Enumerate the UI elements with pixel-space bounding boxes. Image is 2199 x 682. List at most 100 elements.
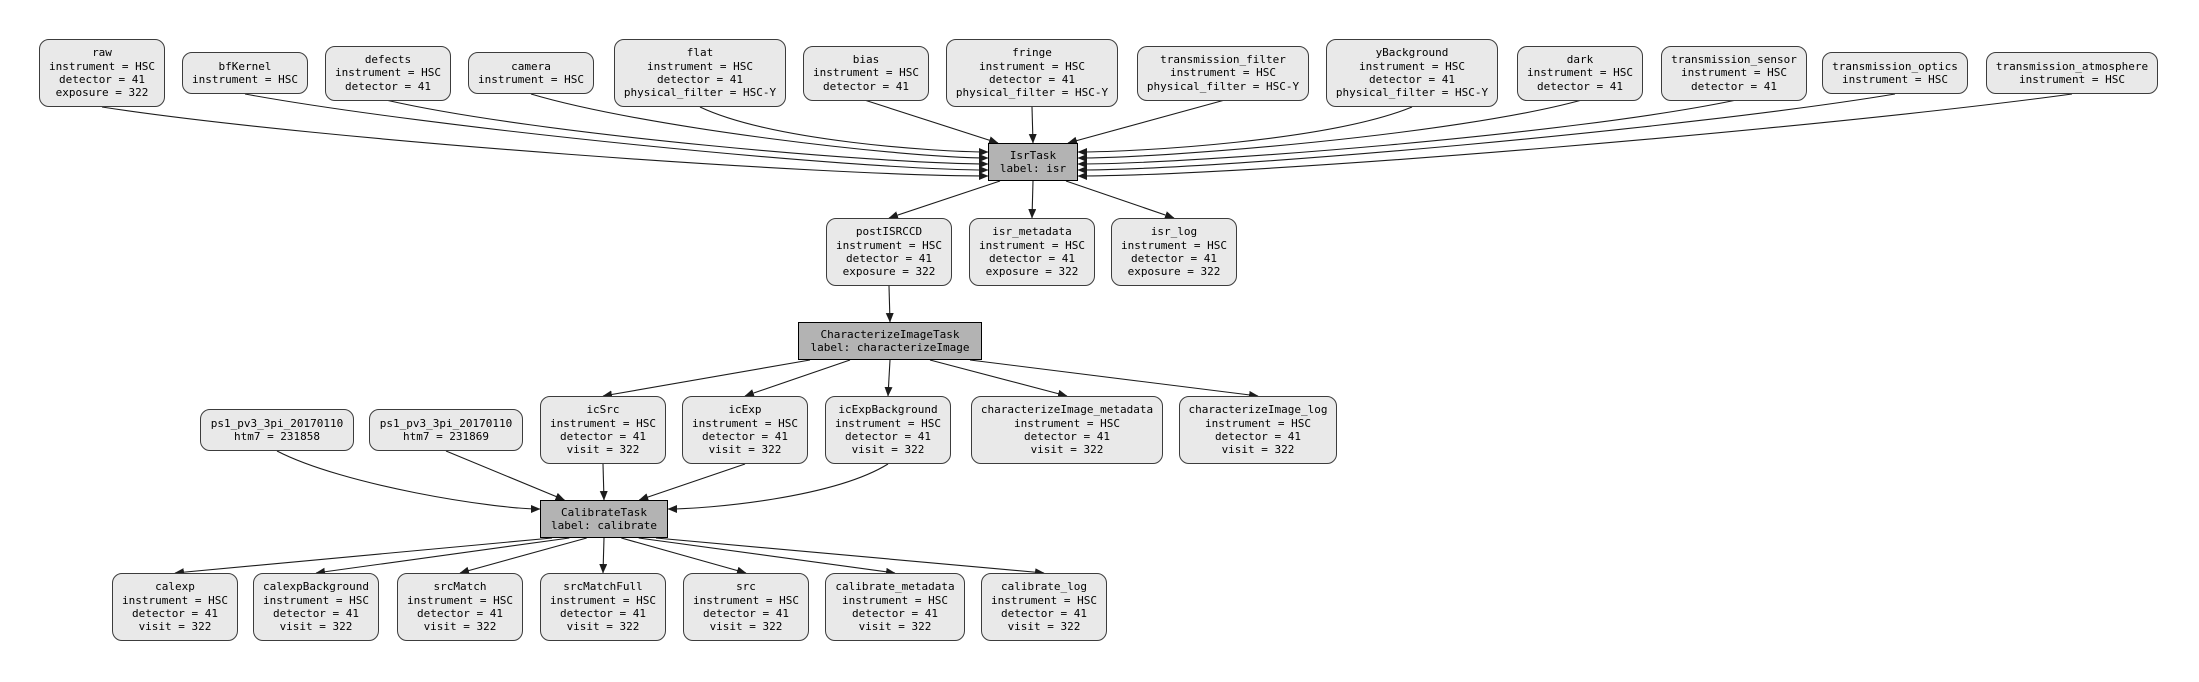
edge-characterizeImage-icExp bbox=[744, 359, 851, 397]
edge-calibrate-calibrate_metadata bbox=[638, 537, 896, 576]
node-property: instrument = HSC bbox=[835, 416, 941, 430]
edge-transmission_optics-isr bbox=[1077, 93, 1896, 174]
node-property: visit = 322 bbox=[566, 443, 640, 457]
edge-icExpBackground-calibrate bbox=[667, 463, 889, 513]
edge-calibrate-calexpBackground bbox=[315, 537, 570, 576]
node-property: instrument = HSC bbox=[1170, 66, 1276, 80]
edge-transmission_filter-isr bbox=[1067, 99, 1224, 145]
node-property: instrument = HSC bbox=[692, 416, 798, 430]
node-property: instrument = HSC bbox=[813, 66, 919, 80]
node-title: ps1_pv3_3pi_20170110 bbox=[210, 416, 344, 430]
edge-isr-isr_log bbox=[1065, 180, 1175, 219]
node-title: ps1_pv3_3pi_20170110 bbox=[379, 416, 513, 430]
node-title: characterizeImage_metadata bbox=[980, 403, 1154, 417]
node-title: calibrate_log bbox=[1000, 580, 1088, 594]
node-property: label: calibrate bbox=[551, 519, 657, 532]
node-property: instrument = HSC bbox=[1121, 238, 1227, 252]
node-property: instrument = HSC bbox=[1205, 416, 1311, 430]
node-property: instrument = HSC bbox=[1014, 416, 1120, 430]
edge-icExp-calibrate bbox=[638, 463, 746, 501]
node-title: srcMatchFull bbox=[563, 580, 643, 594]
node-property: instrument = HSC bbox=[842, 593, 948, 607]
node-title: src bbox=[736, 580, 756, 594]
node-property: physical_filter = HSC-Y bbox=[1335, 86, 1489, 100]
edge-calibrate-calibrate_log bbox=[655, 537, 1045, 577]
edge-calibrate-srcMatchFull bbox=[599, 537, 608, 574]
node-property: instrument = HSC bbox=[2019, 73, 2125, 86]
node-property: exposure = 322 bbox=[1127, 265, 1221, 279]
node-property: visit = 322 bbox=[709, 620, 783, 634]
node-title: defects bbox=[364, 52, 412, 66]
edge-icSrc-calibrate bbox=[599, 463, 608, 501]
node-title: camera bbox=[511, 59, 551, 73]
node-title: transmission_atmosphere bbox=[1995, 59, 2149, 73]
node-property: detector = 41 bbox=[1000, 607, 1088, 620]
node-property: detector = 41 bbox=[701, 430, 789, 443]
node-property: htm7 = 231869 bbox=[402, 430, 490, 443]
node-property: visit = 322 bbox=[279, 620, 353, 634]
node-property: visit = 322 bbox=[1030, 443, 1104, 457]
node-property: detector = 41 bbox=[851, 607, 939, 620]
node-property: detector = 41 bbox=[702, 607, 790, 620]
node-property: detector = 41 bbox=[1690, 79, 1778, 93]
node-property: instrument = HSC bbox=[836, 238, 942, 252]
node-property: detector = 41 bbox=[1368, 73, 1456, 86]
node-title: IsrTask bbox=[1009, 148, 1057, 162]
node-property: instrument = HSC bbox=[335, 66, 441, 80]
node-property: visit = 322 bbox=[423, 620, 497, 634]
node-property: detector = 41 bbox=[272, 607, 360, 620]
node-property: instrument = HSC bbox=[1359, 59, 1465, 73]
node-title: fringe bbox=[1012, 46, 1052, 60]
edge-calibrate-calexp bbox=[174, 537, 553, 577]
edge-isr-isr_metadata bbox=[1028, 180, 1037, 219]
node-property: exposure = 322 bbox=[985, 265, 1079, 279]
edge-dark-isr bbox=[1077, 99, 1581, 162]
node-property: visit = 322 bbox=[708, 443, 782, 457]
edge-isr-postISRCCD bbox=[888, 180, 1001, 219]
node-property: instrument = HSC bbox=[550, 593, 656, 607]
node-property: detector = 41 bbox=[344, 79, 432, 93]
node-property: instrument = HSC bbox=[478, 73, 584, 86]
node-property: label: characterizeImage bbox=[810, 341, 970, 354]
node-property: detector = 41 bbox=[559, 430, 647, 443]
node-property: visit = 322 bbox=[566, 620, 640, 634]
node-property: detector = 41 bbox=[1130, 252, 1218, 265]
edge-ps1_pv3_3pi_20170110_231869-calibrate bbox=[445, 450, 565, 501]
node-title: isr_metadata bbox=[992, 225, 1072, 239]
node-property: htm7 = 231858 bbox=[233, 430, 321, 443]
node-property: instrument = HSC bbox=[991, 593, 1097, 607]
node-title: yBackground bbox=[1375, 46, 1449, 60]
edge-postISRCCD-characterizeImage bbox=[885, 285, 894, 323]
node-property: instrument = HSC bbox=[1527, 66, 1633, 80]
node-property: detector = 41 bbox=[416, 607, 504, 620]
node-title: bfKernel bbox=[218, 59, 272, 73]
node-property: instrument = HSC bbox=[263, 593, 369, 607]
node-property: instrument = HSC bbox=[647, 59, 753, 73]
node-property: instrument = HSC bbox=[979, 238, 1085, 252]
edge-fringe-isr bbox=[1028, 106, 1037, 144]
node-property: instrument = HSC bbox=[49, 59, 155, 73]
edge-characterizeImage-icSrc bbox=[602, 359, 811, 399]
node-property: physical_filter = HSC-Y bbox=[955, 86, 1109, 100]
node-title: calexpBackground bbox=[263, 580, 369, 594]
node-property: visit = 322 bbox=[1221, 443, 1295, 457]
